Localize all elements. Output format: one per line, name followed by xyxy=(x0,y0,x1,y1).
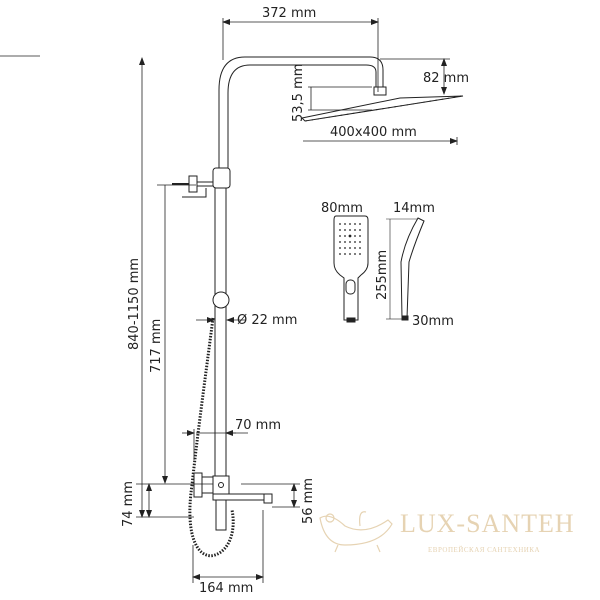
mixer-body xyxy=(193,472,273,531)
shower-hose xyxy=(188,317,235,558)
dim-arm-length: 372 mm xyxy=(262,6,316,21)
dim-hand-depth: 14mm xyxy=(393,201,435,216)
dim-hose-offset: 70 mm xyxy=(235,418,281,433)
riser-pipe xyxy=(212,56,384,480)
dim-total-height: 840-1150 mm xyxy=(127,258,142,350)
dim-hand-width: 80mm xyxy=(321,201,363,216)
dim-head-size: 400x400 mm xyxy=(330,125,417,140)
lux-santeh-watermark: LUX-SANTEH ЕВРОПЕЙСКАЯ САНТЕХНИКА xyxy=(319,509,575,554)
dim-spout-reach: 164 mm xyxy=(199,581,253,596)
dim-hand-length: 255mm xyxy=(375,250,390,300)
dim-hand-handle: 30mm xyxy=(412,314,454,329)
bathtub-logo-icon xyxy=(319,511,393,553)
dim-mixer-height: 74 mm xyxy=(121,481,136,527)
dim-head-offset: 53,5 mm xyxy=(291,64,306,122)
dim-spout-drop: 56 mm xyxy=(301,478,316,524)
hand-shower-front xyxy=(333,215,369,323)
svg-text:ЕВРОПЕЙСКАЯ САНТЕХНИКА: ЕВРОПЕЙСКАЯ САНТЕХНИКА xyxy=(428,546,540,554)
wall-bracket xyxy=(172,175,213,198)
rain-shower-head xyxy=(300,86,464,122)
dim-head-drop: 82 mm xyxy=(423,71,469,86)
dim-pipe-diameter: Ø 22 mm xyxy=(237,313,297,328)
slide-holder xyxy=(212,291,230,309)
svg-text:LUX-SANTEH: LUX-SANTEH xyxy=(400,509,575,538)
hand-shower-side xyxy=(386,217,425,321)
dim-holder-height: 717 mm xyxy=(149,319,164,373)
